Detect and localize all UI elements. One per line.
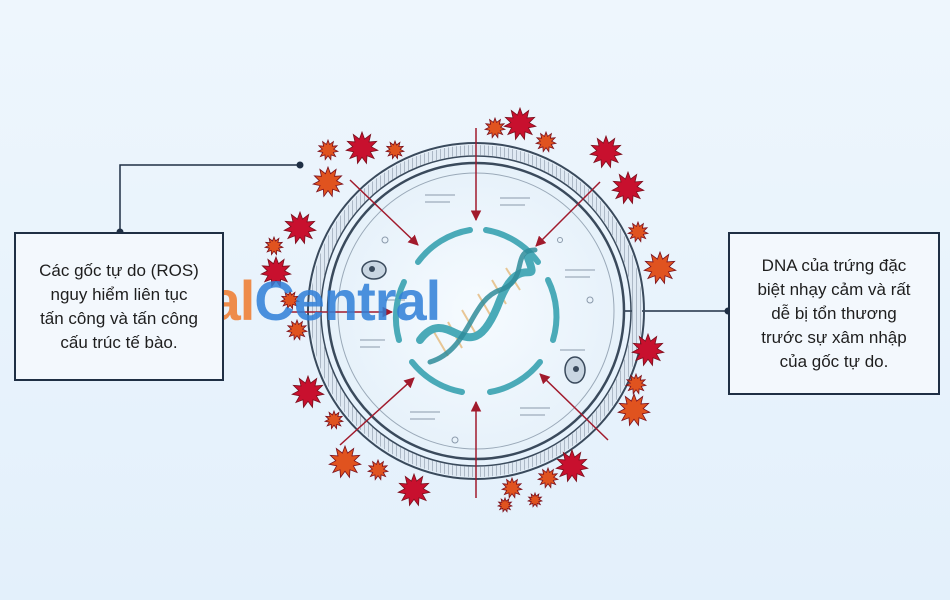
free-radical — [496, 496, 514, 513]
free-radical — [626, 220, 650, 243]
free-radical — [555, 448, 589, 483]
free-radical — [316, 138, 340, 161]
free-radical — [534, 130, 558, 153]
free-radical — [500, 476, 524, 499]
free-radical — [345, 130, 379, 165]
free-radical — [643, 250, 677, 285]
free-radical — [328, 444, 362, 479]
right-box-line: của gốc tự do. — [779, 351, 889, 371]
ros-description-box: Các gốc tự do (ROS) nguy hiểm liên tục t… — [14, 232, 224, 381]
free-radical — [263, 235, 285, 256]
left-box-line: nguy hiểm liên tục — [50, 284, 188, 304]
free-radical — [526, 491, 544, 508]
free-radical — [624, 372, 648, 395]
free-radical — [503, 106, 537, 141]
free-radical — [291, 374, 325, 409]
free-radical — [260, 255, 292, 288]
dna-helix — [416, 247, 538, 365]
left-box-line: tấn công và tấn công — [40, 308, 198, 328]
free-radical — [631, 332, 665, 367]
free-radicals — [260, 106, 677, 513]
free-radical — [483, 116, 507, 139]
free-radical — [617, 392, 651, 427]
nucleus-envelope — [392, 227, 560, 395]
free-radical — [384, 139, 406, 160]
left-box-line: cấu trúc tế bào. — [60, 332, 178, 352]
free-radical — [366, 458, 390, 481]
right-box-line: dễ bị tổn thương — [771, 303, 897, 323]
left-connector — [116, 161, 304, 236]
dna-description-box: DNA của trứng đặc biệt nhạy cảm và rất d… — [728, 232, 940, 395]
right-box-line: DNA của trứng đặc — [761, 255, 907, 275]
free-radical — [536, 466, 560, 489]
free-radical — [589, 134, 623, 169]
left-box-line: Các gốc tự do (ROS) — [39, 260, 199, 280]
free-radical — [611, 170, 645, 205]
right-box-line: biệt nhạy cảm và rất — [757, 279, 911, 299]
right-box-line: trước sự xâm nhập — [761, 327, 907, 347]
free-radical — [323, 409, 345, 430]
organelle-right — [564, 356, 586, 384]
watermark-central: Central — [254, 269, 441, 332]
attack-arrows — [290, 128, 609, 498]
organelle-left — [361, 260, 387, 280]
free-radical — [285, 318, 309, 341]
free-radical — [397, 472, 431, 507]
free-radical — [283, 210, 317, 245]
free-radical — [279, 289, 301, 310]
free-radical — [312, 165, 344, 198]
